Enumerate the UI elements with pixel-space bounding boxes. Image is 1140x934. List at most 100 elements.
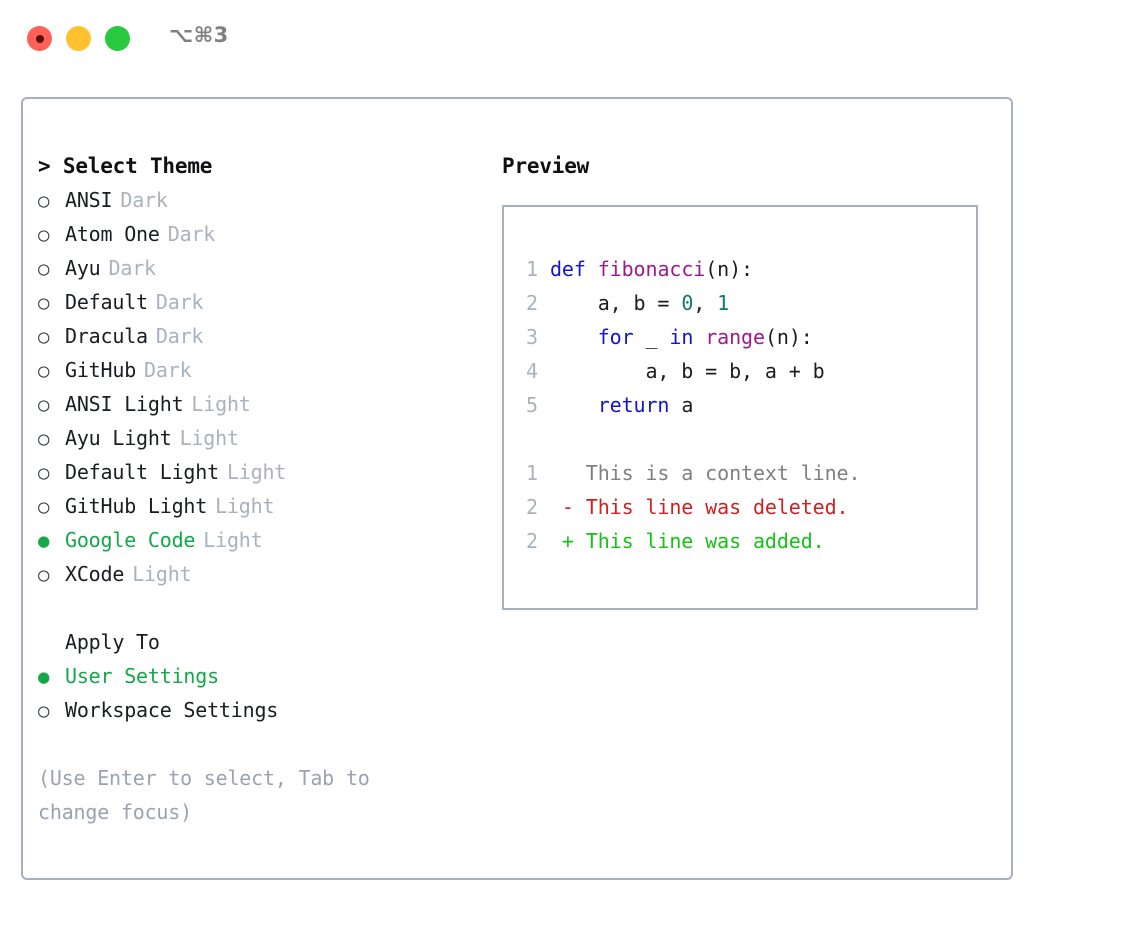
- code-token-kw: def: [549, 257, 586, 281]
- code-line: 2 a, b = 0, 1: [522, 286, 976, 320]
- code-token-pl: [550, 393, 598, 417]
- theme-variant-badge: Light: [215, 494, 275, 518]
- radio-unselected-icon: ○: [38, 428, 50, 450]
- code-token-pl: [693, 325, 705, 349]
- theme-option-label: ANSI Light: [65, 392, 184, 416]
- theme-option-label: Ayu: [65, 256, 101, 280]
- theme-option-label: GitHub: [65, 358, 137, 382]
- code-diff-gap: [522, 422, 976, 456]
- line-number: 1: [526, 257, 538, 281]
- code-token-pl: a: [669, 393, 694, 417]
- theme-variant-badge: Light: [132, 562, 192, 586]
- theme-option-label: Atom One: [65, 222, 160, 246]
- theme-variant-badge: Dark: [108, 256, 157, 280]
- radio-unselected-icon: ○: [38, 224, 50, 246]
- theme-option-label: ANSI: [65, 188, 113, 212]
- diff-line-ctx: 1 This is a context line.: [522, 456, 976, 490]
- code-token-pl: (n):: [764, 325, 813, 349]
- minimize-window-button[interactable]: [66, 26, 91, 51]
- code-token-fn: range: [705, 325, 765, 349]
- preview-heading: Preview: [502, 154, 590, 178]
- line-number: 3: [526, 325, 538, 349]
- code-line: 1 def fibonacci(n):: [522, 252, 976, 286]
- theme-variant-badge: Light: [191, 392, 251, 416]
- pane-spacer: [38, 591, 478, 625]
- line-number: 2: [526, 495, 538, 519]
- radio-unselected-icon: ○: [38, 258, 50, 280]
- theme-option-label: Default Light: [65, 460, 219, 484]
- theme-option-xcode[interactable]: ○ XCode Light: [38, 557, 478, 591]
- code-token-pl: ,: [693, 291, 718, 315]
- radio-unselected-icon: ○: [38, 700, 50, 722]
- code-token-kw: return: [597, 393, 670, 417]
- radio-selected-icon: ●: [38, 530, 50, 552]
- diff-line-text: + This line was added.: [561, 529, 825, 553]
- theme-variant-badge: Dark: [167, 222, 216, 246]
- theme-option-atom-one[interactable]: ○ Atom One Dark: [38, 217, 478, 251]
- code-token-num: 0: [681, 291, 694, 315]
- apply-to-option-label: User Settings: [65, 664, 219, 688]
- theme-variant-badge: Dark: [144, 358, 192, 382]
- radio-unselected-icon: ○: [38, 190, 50, 212]
- zoom-window-button[interactable]: [105, 26, 130, 51]
- radio-unselected-icon: ○: [38, 564, 50, 586]
- diff-line-text: - This line was deleted.: [561, 495, 849, 519]
- code-token-pl: [550, 325, 598, 349]
- line-number: 2: [526, 291, 538, 315]
- theme-variant-badge: Dark: [155, 324, 204, 348]
- line-number: 2: [526, 529, 538, 553]
- code-token-fn: fibonacci: [597, 257, 706, 281]
- select-theme-heading: > Select Theme: [38, 154, 213, 178]
- theme-option-ansi-light[interactable]: ○ ANSI Light Light: [38, 387, 478, 421]
- code-line: 5 return a: [522, 388, 976, 422]
- theme-option-dracula[interactable]: ○ Dracula Dark: [38, 319, 478, 353]
- code-token-kw: in: [669, 325, 694, 349]
- apply-to-option-workspace-settings[interactable]: ○ Workspace Settings: [38, 693, 478, 727]
- theme-option-github-light[interactable]: ○ GitHub Light Light: [38, 489, 478, 523]
- code-token-pl: a, b = b, a + b: [549, 359, 825, 383]
- theme-option-label: GitHub Light: [65, 494, 208, 518]
- theme-option-label: Dracula: [65, 324, 148, 348]
- keyboard-shortcut-label: ⌥⌘3: [169, 23, 229, 47]
- radio-selected-icon: ●: [38, 666, 50, 688]
- apply-to-option-label: Workspace Settings: [65, 698, 279, 722]
- diff-line-add: 2 + This line was added.: [522, 524, 976, 558]
- radio-unselected-icon: ○: [38, 496, 50, 518]
- theme-option-label: XCode: [65, 562, 125, 586]
- radio-unselected-icon: ○: [38, 326, 50, 348]
- diff-line-text: This is a context line.: [561, 461, 861, 485]
- theme-option-ansi[interactable]: ○ ANSI Dark: [38, 183, 478, 217]
- line-number: 1: [526, 461, 538, 485]
- theme-option-label: Default: [65, 290, 148, 314]
- theme-variant-badge: Dark: [155, 290, 204, 314]
- apply-to-heading: Apply To: [65, 630, 160, 654]
- code-token-pl: _: [633, 325, 670, 349]
- radio-unselected-icon: ○: [38, 394, 50, 416]
- theme-option-default[interactable]: ○ Default Dark: [38, 285, 478, 319]
- theme-variant-badge: Light: [179, 426, 239, 450]
- preview-pane: Preview 1 def fibonacci(n):2 a, b = 0, 1…: [502, 149, 992, 610]
- code-line: 4 a, b = b, a + b: [522, 354, 976, 388]
- code-token-kw: for: [597, 325, 634, 349]
- diff-sample-block: 1 This is a context line. 2 - This line w…: [522, 456, 976, 558]
- theme-option-label: Google Code: [65, 528, 196, 552]
- code-token-pl: a, b =: [549, 291, 682, 315]
- theme-option-ayu[interactable]: ○ Ayu Dark: [38, 251, 478, 285]
- radio-unselected-icon: ○: [38, 292, 50, 314]
- code-token-pl: [586, 257, 598, 281]
- close-window-button[interactable]: [27, 26, 52, 51]
- radio-unselected-icon: ○: [38, 462, 50, 484]
- apply-to-option-user-settings[interactable]: ● User Settings: [38, 659, 478, 693]
- line-number: 5: [526, 393, 538, 417]
- theme-variant-badge: Dark: [120, 188, 168, 212]
